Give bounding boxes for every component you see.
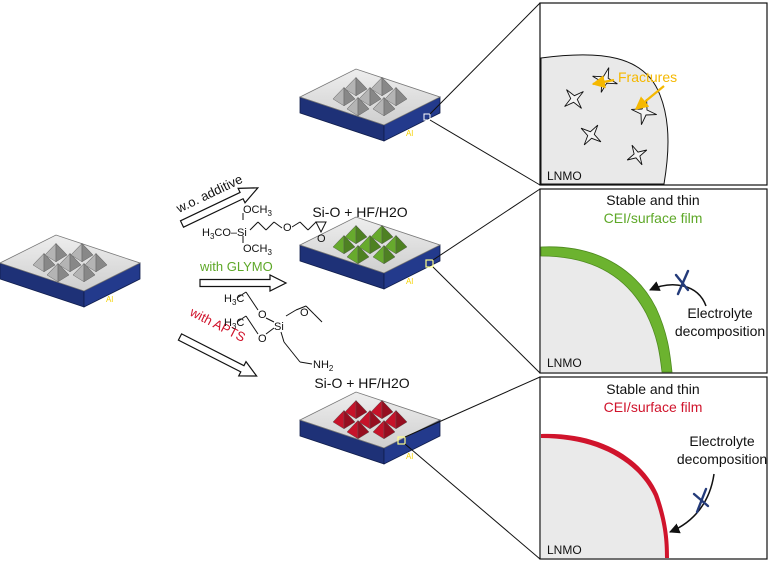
reaction-label-glymo: Si-O + HF/H2O xyxy=(312,204,407,220)
svg-text:O: O xyxy=(283,222,292,234)
stable-thin-apts: Stable and thin xyxy=(606,381,699,397)
fracture-arrow-2 xyxy=(634,85,665,110)
al-label: Al xyxy=(406,129,413,138)
zoom-lines xyxy=(404,2,541,560)
glymo-structure: OCH3 H3CO–Si OCH3 O O xyxy=(202,204,327,257)
pyramid-face xyxy=(357,96,370,117)
svg-text:O: O xyxy=(317,233,326,245)
pyramid-face xyxy=(369,409,382,430)
pyramid-face xyxy=(395,409,408,430)
pyramid-face xyxy=(383,419,396,440)
pyramid-face xyxy=(383,96,396,117)
pyramid-face xyxy=(43,252,56,273)
zoom-marker-mid xyxy=(425,259,434,268)
reaction-label-apts: Si-O + HF/H2O xyxy=(314,375,409,391)
svg-text:with GLYMO: with GLYMO xyxy=(199,259,273,274)
electrolyte-label-glymo: Electrolyte xyxy=(687,305,753,321)
zoom-panel-glymo xyxy=(539,188,768,374)
svg-text:O: O xyxy=(258,333,267,345)
blocked-arrow-apts xyxy=(669,473,715,534)
film-label-apts: CEI/surface film xyxy=(604,399,703,415)
arrow-apts: with APTS xyxy=(177,304,258,377)
x-mark-glymo xyxy=(674,269,690,296)
svg-text:H3C: H3C xyxy=(224,293,244,307)
svg-text:H3C: H3C xyxy=(224,317,244,331)
pyramid-face xyxy=(83,262,96,283)
pyramid-face xyxy=(343,234,356,255)
svg-text:O: O xyxy=(300,307,309,319)
pyramid-face xyxy=(395,234,408,255)
apts-structure: H3C H3C O O O Si NH2 xyxy=(224,291,334,373)
al-label: Al xyxy=(406,452,413,461)
pyramid-face xyxy=(381,224,394,245)
pyramid-face xyxy=(369,86,382,107)
pyramid-face xyxy=(383,244,396,265)
arrow-without-additive: w.o. additive xyxy=(173,171,260,228)
pyramid-face xyxy=(55,242,68,263)
fractures-label: Fractures xyxy=(618,69,677,85)
film-label-glymo: CEI/surface film xyxy=(604,210,703,226)
svg-text:OCH3: OCH3 xyxy=(243,204,272,218)
zoom-marker-bot xyxy=(397,436,406,445)
svg-text:Si: Si xyxy=(274,321,284,333)
fracture-star xyxy=(626,144,648,166)
decomposition-label-glymo: decomposition xyxy=(675,323,765,339)
electrode-apts: Al xyxy=(298,391,442,465)
pyramid-face xyxy=(369,234,382,255)
pyramid-face xyxy=(355,76,368,97)
al-label: Al xyxy=(106,295,113,304)
pyramid-face xyxy=(343,86,356,107)
fracture-star xyxy=(580,124,602,146)
svg-text:OCH3: OCH3 xyxy=(243,243,272,257)
pyramid-face xyxy=(381,76,394,97)
electrode-pristine: Al xyxy=(0,234,142,308)
cei-film-green xyxy=(540,246,673,373)
lnmo-label-mid: LNMO xyxy=(547,356,582,370)
arrow-glymo: with GLYMO xyxy=(199,259,288,292)
pyramid-face xyxy=(81,242,94,263)
pyramid-face xyxy=(357,419,370,440)
pyramid-face xyxy=(381,399,394,420)
zoom-marker-top xyxy=(423,113,431,121)
lnmo-label-top: LNMO xyxy=(547,169,582,183)
pyramid-face xyxy=(343,409,356,430)
svg-text:O: O xyxy=(258,309,267,321)
al-label: Al xyxy=(406,277,413,286)
electrode-glymo: Al xyxy=(298,216,442,290)
fracture-arrow-1 xyxy=(591,75,615,89)
stable-thin-glymo: Stable and thin xyxy=(606,192,699,208)
pyramid-face xyxy=(57,262,70,283)
pyramid-face xyxy=(355,399,368,420)
pyramid-face xyxy=(357,244,370,265)
pyramid-face xyxy=(355,224,368,245)
decomposition-label-apts: decomposition xyxy=(677,451,767,467)
pyramid-face xyxy=(95,252,108,273)
blocked-arrow-glymo xyxy=(649,281,707,307)
svg-text:NH2: NH2 xyxy=(313,359,334,373)
svg-text:H3CO–Si: H3CO–Si xyxy=(202,227,247,241)
electrode-without-additive: Al xyxy=(298,68,442,142)
electrolyte-label-apts: Electrolyte xyxy=(689,433,755,449)
pyramid-face xyxy=(395,86,408,107)
lnmo-label-bot: LNMO xyxy=(547,543,582,557)
fracture-star xyxy=(564,89,584,109)
x-mark-apts xyxy=(692,487,710,514)
zoom-panel-apts xyxy=(539,376,768,560)
pyramid-face xyxy=(69,252,82,273)
